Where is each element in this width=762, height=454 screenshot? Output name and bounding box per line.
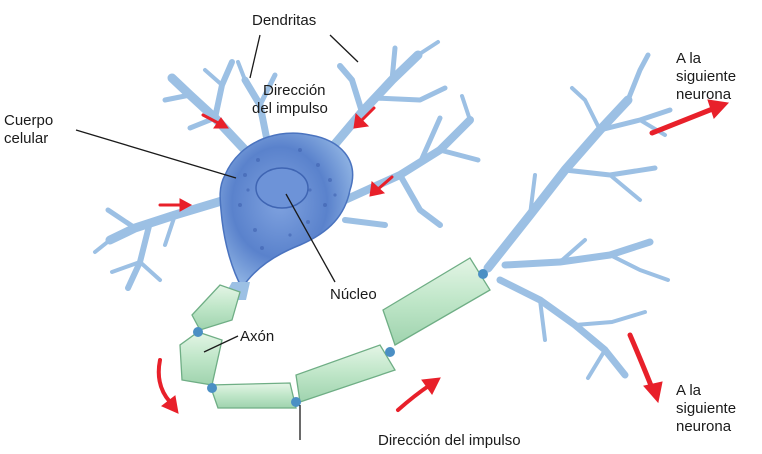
arrow-terminal-top [652,100,728,133]
label-siguiente-bottom-line3: neurona [676,418,731,435]
nucleus [256,168,308,208]
myelin-sheath [180,258,490,408]
label-dendritas: Dendritas [252,12,316,29]
label-siguiente-bottom-line1: A la [676,382,701,399]
label-cuerpo-celular-line2: celular [4,130,48,147]
label-nucleo: Núcleo [330,286,377,303]
myelin-segment-2 [180,332,222,385]
arrow-axon-left [159,360,178,413]
arrow-axon-bottom [398,378,440,410]
axon-terminals [488,55,670,378]
label-direccion-bottom: Dirección del impulso [378,432,521,449]
myelin-segment-3 [210,383,296,408]
label-siguiente-bottom-line2: siguiente [676,400,736,417]
label-siguiente-top-line1: A la [676,50,701,67]
arrow-terminal-bottom [630,335,662,402]
myelin-segment-1 [192,285,240,330]
label-cuerpo-celular-line1: Cuerpo [4,112,53,129]
myelin-segment-5 [383,258,490,345]
label-direccion-top-line1: Dirección [263,82,326,99]
label-siguiente-top-line3: neurona [676,86,731,103]
label-direccion-top-line2: del impulso [252,100,328,117]
myelin-segment-4 [296,345,395,402]
label-siguiente-top-line2: siguiente [676,68,736,85]
cell-body [220,133,352,288]
label-axon: Axón [240,328,274,345]
